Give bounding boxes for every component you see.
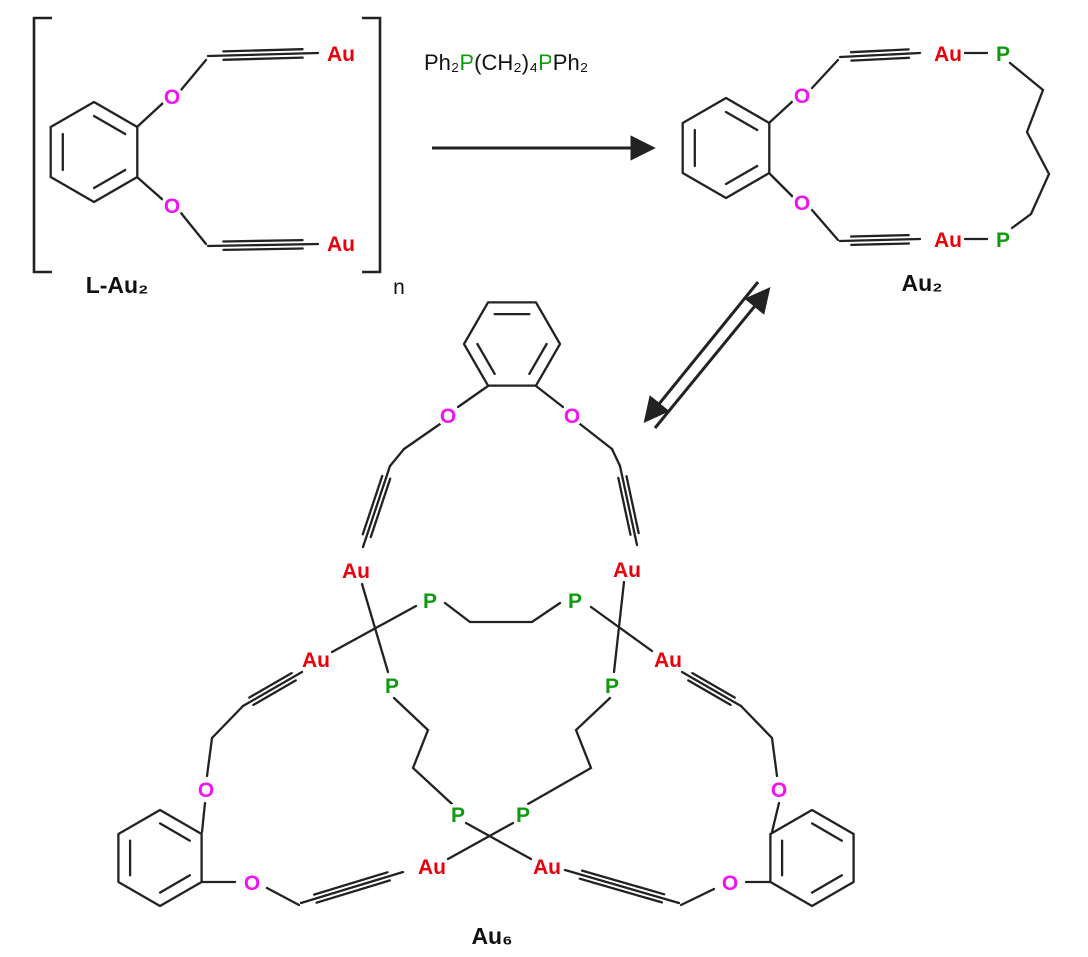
- triple-bond-line: [222, 247, 304, 252]
- phosphorus-label: P: [605, 675, 619, 698]
- structure-au2: O O Au Au P P Au₂: [681, 40, 1051, 300]
- aromatic-double-bond: [158, 874, 192, 894]
- triple-bond-line: [850, 242, 911, 247]
- oxygen-label: O: [198, 779, 214, 802]
- aromatic-double-bond: [92, 168, 127, 190]
- phosphorus-label: P: [385, 675, 399, 698]
- triple-bond-line: [312, 871, 389, 896]
- oxygen-label: O: [722, 872, 738, 895]
- triple-bond-line: [369, 477, 392, 539]
- reagent-and-arrow: Ph₂P(CH₂)₄PPh₂: [421, 47, 656, 161]
- butylene-bridge-right: [526, 696, 612, 806]
- gold-label: Au: [613, 559, 641, 582]
- phosphorus-label: P: [996, 43, 1010, 66]
- oxygen-label: O: [794, 85, 810, 108]
- triple-bond-line: [248, 671, 293, 699]
- polymer-subscript-n: n: [393, 276, 405, 299]
- benzene-ring-outline: [769, 808, 855, 908]
- aromatic-double-bond: [810, 822, 844, 842]
- oxygen-label: O: [564, 405, 580, 428]
- gold-label: Au: [934, 43, 962, 66]
- bonds-au6: [200, 384, 781, 907]
- gold-label: Au: [533, 856, 561, 879]
- gold-label: Au: [327, 43, 355, 66]
- benzene-ring-catechol-bottom-left: [117, 808, 203, 908]
- aromatic-double-bond: [810, 874, 844, 894]
- phosphorus-label: P: [451, 804, 465, 827]
- benzene-ring-catechol-top: [462, 301, 562, 387]
- phosphorus-label: P: [568, 590, 582, 613]
- left-bracket: [32, 16, 52, 274]
- benzene-ring-catechol-bottom-right: [769, 808, 855, 908]
- bonds-l-au2: [135, 48, 320, 252]
- triple-bond-line: [580, 869, 666, 896]
- oxygen-label: O: [440, 405, 456, 428]
- phosphorus-label: P: [996, 229, 1010, 252]
- oxygen-label: O: [244, 872, 260, 895]
- butylene-bridge-left: [392, 696, 454, 806]
- right-bracket: [362, 16, 382, 274]
- gold-label: Au: [934, 229, 962, 252]
- triple-bond-line: [849, 48, 910, 54]
- oxygen-label: O: [771, 779, 787, 802]
- caption-au2: Au₂: [902, 270, 943, 296]
- bonds-au2: [767, 48, 1051, 247]
- gold-label: Au: [342, 560, 370, 583]
- triple-bond-line: [222, 56, 304, 61]
- structure-l-au2: O O Au Au n L-Au₂: [32, 16, 408, 303]
- triple-bond-line: [222, 238, 304, 243]
- butylene-bridge-top: [443, 601, 562, 624]
- triple-bond-line: [222, 48, 304, 53]
- gold-label: Au: [327, 233, 355, 256]
- equilibrium-arrow-down: [643, 281, 760, 423]
- benzene-ring-catechol-2: [681, 96, 771, 200]
- butylene-chain: [1008, 61, 1051, 230]
- equilibrium-arrow-up: [653, 287, 771, 429]
- aromatic-double-bond: [724, 164, 759, 186]
- caption-au6: Au₆: [471, 923, 512, 949]
- aromatic-double-bond: [92, 114, 127, 136]
- triple-bond-line: [691, 671, 736, 699]
- gold-label: Au: [302, 649, 330, 672]
- oxygen-label: O: [164, 195, 180, 218]
- triple-bond-line: [578, 877, 664, 904]
- equilibrium-arrows: [643, 281, 771, 429]
- benzene-ring-catechol-1: [49, 100, 139, 204]
- benzene-ring-outline: [117, 808, 203, 908]
- phosphorus-label: P: [516, 804, 530, 827]
- triple-bond-line: [617, 476, 632, 536]
- phosphorus-label: P: [423, 590, 437, 613]
- triple-bond-line: [850, 56, 911, 62]
- aromatic-double-bond: [158, 822, 192, 842]
- triple-bond-line: [625, 475, 640, 535]
- triple-bond-line: [361, 474, 384, 536]
- reagent-formula: Ph₂P(CH₂)₄PPh₂: [424, 50, 588, 75]
- oxygen-label: O: [164, 86, 180, 109]
- aromatic-double-bond: [528, 342, 548, 376]
- caption-l-au2: L-Au₂: [86, 272, 149, 298]
- triple-bond-line: [315, 879, 392, 904]
- aromatic-double-bond: [476, 342, 496, 376]
- triple-bond-line: [849, 233, 910, 238]
- oxygen-label: O: [794, 192, 810, 215]
- structure-au6: O O Au Au P P Au Au P P P P Au Au O O O …: [117, 301, 855, 953]
- gold-label: Au: [654, 649, 682, 672]
- triple-bond-line: [687, 679, 732, 707]
- gold-label: Au: [418, 856, 446, 879]
- triple-bond-line: [252, 679, 297, 707]
- aromatic-double-bond: [724, 110, 759, 132]
